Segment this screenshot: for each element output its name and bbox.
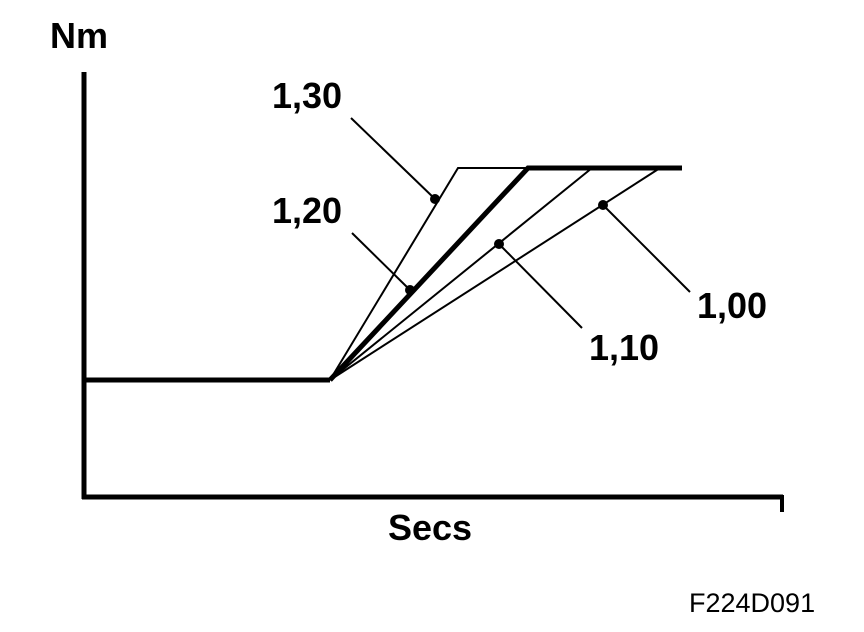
leader-1-30	[350, 117, 436, 200]
curve-1-30	[329, 167, 528, 381]
curve-label-1-30: 1,30	[272, 75, 342, 116]
leader-1-20	[351, 232, 411, 291]
curve-label-1-20: 1,20	[272, 190, 342, 231]
y-axis-label: Nm	[50, 15, 108, 56]
curve-label-1-00: 1,00	[697, 285, 767, 326]
leader-1-00	[602, 204, 691, 293]
dot-1-00	[598, 200, 608, 210]
curve-label-1-10: 1,10	[589, 327, 659, 368]
x-axis-label: Secs	[388, 507, 472, 548]
leader-1-10	[498, 243, 583, 329]
dot-1-10	[494, 239, 504, 249]
curve-1-10	[329, 167, 593, 381]
curve-1-20	[328, 165, 682, 382]
dot-1-30	[430, 194, 440, 204]
figure-code: F224D091	[689, 588, 815, 618]
dot-1-20	[405, 285, 415, 295]
